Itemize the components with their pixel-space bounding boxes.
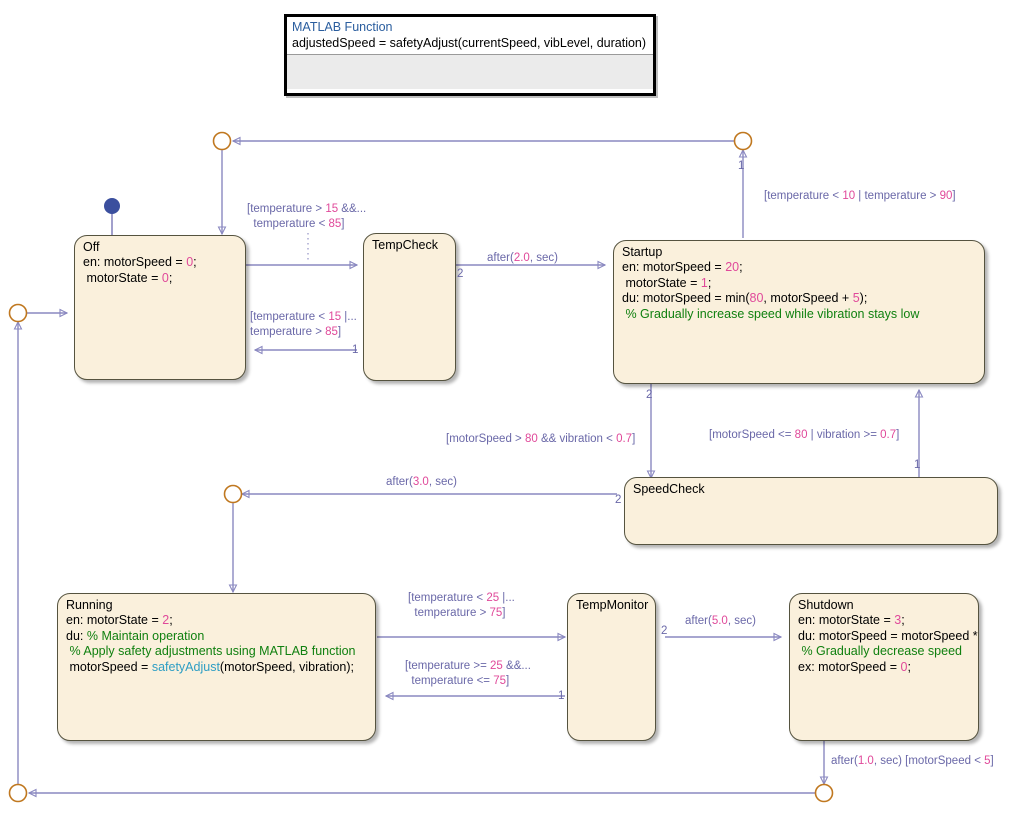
transition-label-startup-reset[interactable]: [temperature < 10 | temperature > 90] xyxy=(764,190,956,202)
state-startup-name: Startup xyxy=(622,245,663,259)
state-running-line-2: du: % Maintain operation xyxy=(66,628,205,643)
transition-label-tempmonitor-to-shutdown[interactable]: after(5.0, sec) xyxy=(685,615,756,627)
state-shutdown-name: Shutdown xyxy=(798,598,854,612)
state-running-name: Running xyxy=(66,598,113,612)
state-shutdown-line-4: ex: motorSpeed = 0; xyxy=(798,659,911,674)
state-tempcheck[interactable]: TempCheck xyxy=(363,233,456,381)
state-shutdown-line-1: en: motorState = 3; xyxy=(798,613,905,627)
state-startup-line-1: en: motorSpeed = 20; xyxy=(622,260,743,274)
port-number-tempcheck-in: 1 xyxy=(352,344,359,356)
state-speedcheck-name: SpeedCheck xyxy=(633,482,705,496)
transition-label-shutdown-to-off[interactable]: after(1.0, sec) [motorSpeed < 5] xyxy=(831,755,994,767)
state-shutdown-line-2: du: motorSpeed = motorSpeed * 0.9; xyxy=(798,628,979,643)
port-number-tempmonitor-in: 1 xyxy=(558,690,565,702)
state-speedcheck[interactable]: SpeedCheck xyxy=(624,477,998,545)
state-off-line-1: en: motorSpeed = 0; xyxy=(83,255,197,269)
port-number-tempmonitor-out: 2 xyxy=(661,625,668,637)
state-tempcheck-name: TempCheck xyxy=(372,238,438,252)
state-running-line-3: % Apply safety adjustments using MATLAB … xyxy=(66,644,356,658)
transition-label-tempcheck-to-startup[interactable]: after(2.0, sec) xyxy=(487,252,558,264)
state-startup-line-3: du: motorSpeed = min(80, motorSpeed + 5)… xyxy=(622,291,868,305)
junction-top-right xyxy=(733,131,753,151)
junction-top-left xyxy=(212,131,232,151)
state-shutdown-line-3: % Gradually decrease speed xyxy=(798,644,962,658)
state-startup[interactable]: Startup en: motorSpeed = 20; motorState … xyxy=(613,240,985,384)
state-tempmonitor[interactable]: TempMonitor xyxy=(567,593,656,741)
transition-label-speedcheck-to-startup[interactable]: [motorSpeed <= 80 | vibration >= 0.7] xyxy=(709,429,900,441)
matlab-function-body xyxy=(287,55,653,89)
state-off[interactable]: Off en: motorSpeed = 0; motorState = 0; xyxy=(74,235,246,380)
state-tempmonitor-name: TempMonitor xyxy=(576,598,649,612)
matlab-function-block[interactable]: MATLAB Function adjustedSpeed = safetyAd… xyxy=(284,14,656,96)
state-startup-line-2: motorState = 1; xyxy=(622,275,712,290)
state-startup-line-4: % Gradually increase speed while vibrati… xyxy=(622,306,920,321)
transition-label-off-to-tempcheck[interactable]: [temperature > 15 &&... temperature < 85… xyxy=(247,203,367,230)
transition-label-startup-to-speedcheck[interactable]: [motorSpeed > 80 && vibration < 0.7] xyxy=(446,433,636,445)
state-shutdown[interactable]: Shutdown en: motorState = 3; du: motorSp… xyxy=(789,593,979,741)
junction-mid xyxy=(223,484,243,504)
state-running[interactable]: Running en: motorState = 2; du: % Mainta… xyxy=(57,593,376,741)
junction-left-mid xyxy=(8,303,28,323)
default-transition-dot xyxy=(104,198,120,214)
state-running-line-1: en: motorState = 2; xyxy=(66,613,173,627)
transition-label-tempcheck-to-off[interactable]: [temperature < 15 |... temperature > 85] xyxy=(250,311,357,338)
port-number-startup-up: 1 xyxy=(914,459,921,471)
state-off-name: Off xyxy=(83,240,100,254)
transition-label-tempmonitor-to-running[interactable]: [temperature >= 25 &&... temperature <= … xyxy=(405,660,531,687)
transition-label-running-to-tempmonitor[interactable]: [temperature < 25 |... temperature > 75] xyxy=(408,592,515,619)
junction-bottom-left xyxy=(8,783,28,803)
port-number-startup-down: 2 xyxy=(646,389,653,401)
port-number-startup-top: 1 xyxy=(738,160,745,172)
matlab-function-signature: adjustedSpeed = safetyAdjust(currentSpee… xyxy=(287,35,653,55)
transition-label-speedcheck-to-running[interactable]: after(3.0, sec) xyxy=(386,476,457,488)
port-number-speedcheck-left: 2 xyxy=(615,494,622,506)
state-off-line-2: motorState = 0; xyxy=(83,270,173,285)
port-number-tempcheck-out: 2 xyxy=(457,268,464,280)
matlab-function-title: MATLAB Function xyxy=(292,20,393,34)
state-running-line-4: motorSpeed = safetyAdjust(motorSpeed, vi… xyxy=(66,659,355,674)
junction-bottom-right xyxy=(814,783,834,803)
